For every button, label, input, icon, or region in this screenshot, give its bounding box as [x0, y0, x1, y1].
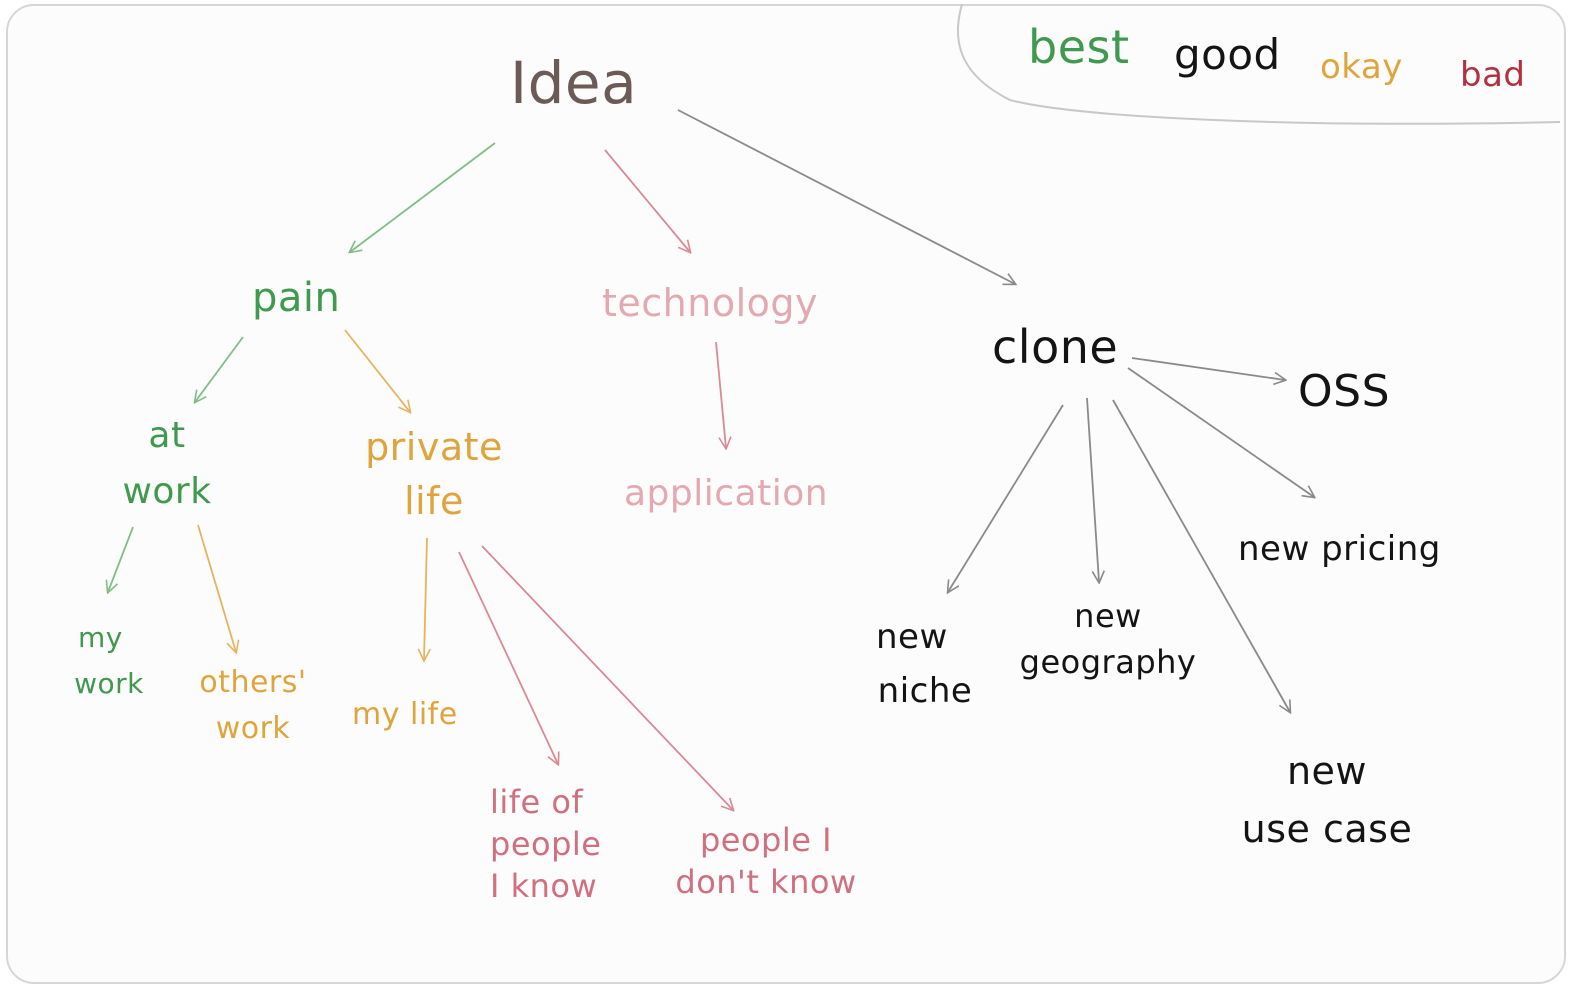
- arrow-private-people: [458, 551, 558, 764]
- node-new-niche-line1: new: [876, 617, 948, 657]
- node-new-use-case: new use case: [1222, 752, 1432, 848]
- arrow-atwork-others: [197, 524, 236, 652]
- legend-bad: bad: [1460, 55, 1526, 95]
- arrow-private-mylife: [424, 537, 427, 660]
- legend-good: good: [1174, 30, 1281, 79]
- arrow-atwork-mywork: [108, 526, 134, 592]
- arrow-clone-geography: [1086, 397, 1099, 582]
- node-idea: Idea: [510, 49, 638, 117]
- arrow-clone-pricing: [1127, 367, 1314, 497]
- node-new-niche: new niche: [870, 620, 980, 708]
- node-my-life: my life: [352, 697, 458, 732]
- arrow-clone-usecase: [1112, 399, 1290, 712]
- node-at-work-line2: work: [122, 471, 212, 512]
- arrow-idea-technology: [604, 149, 690, 252]
- node-my-work-line2: work: [74, 667, 144, 700]
- node-new-geography-line1: new: [1074, 597, 1142, 635]
- node-new-niche-line2: niche: [877, 671, 973, 711]
- node-private-life-line2: life: [404, 479, 464, 523]
- node-new-geography: new geography: [1014, 600, 1202, 678]
- node-new-use-case-line1: new: [1286, 749, 1368, 793]
- node-private-life: private life: [356, 428, 512, 520]
- node-others-work-line2: work: [215, 711, 291, 746]
- node-clone: clone: [992, 320, 1119, 374]
- node-life-of-people-line2: people: [490, 825, 602, 863]
- node-technology: technology: [602, 281, 819, 325]
- node-others-work-line1: others': [199, 665, 307, 700]
- node-new-use-case-line2: use case: [1241, 807, 1413, 851]
- arrow-clone-niche: [948, 404, 1064, 592]
- arrow-tech-app: [715, 341, 726, 448]
- node-life-of-people-line3: I know: [490, 867, 598, 905]
- node-people-dont-know: people I don't know: [668, 824, 864, 898]
- node-people-dont-know-line1: people I: [699, 821, 833, 859]
- node-pain: pain: [252, 275, 341, 321]
- node-people-dont-know-line2: don't know: [675, 863, 857, 901]
- node-my-work: my work: [66, 624, 152, 698]
- arrow-pain-private: [344, 329, 410, 412]
- arrow-idea-clone: [677, 109, 1015, 284]
- node-application: application: [624, 473, 829, 514]
- arrow-private-dontknow: [481, 545, 733, 810]
- legend-okay: okay: [1320, 47, 1403, 87]
- node-my-work-line1: my: [78, 621, 123, 654]
- node-at-work: at work: [112, 418, 222, 510]
- node-new-geography-line2: geography: [1019, 643, 1197, 681]
- arrow-idea-pain: [350, 142, 496, 252]
- node-others-work: others' work: [186, 668, 320, 744]
- node-private-life-line1: private: [365, 425, 503, 469]
- node-new-pricing: new pricing: [1238, 529, 1441, 569]
- arrow-clone-oss: [1131, 357, 1285, 380]
- node-oss: OSS: [1298, 366, 1390, 417]
- node-life-of-people: life of people I know: [490, 786, 626, 902]
- legend-best: best: [1028, 20, 1130, 74]
- node-at-work-line1: at: [148, 415, 186, 456]
- node-life-of-people-line1: life of: [490, 783, 584, 821]
- arrow-pain-atwork: [195, 336, 244, 402]
- legend-outline: [957, 3, 1561, 125]
